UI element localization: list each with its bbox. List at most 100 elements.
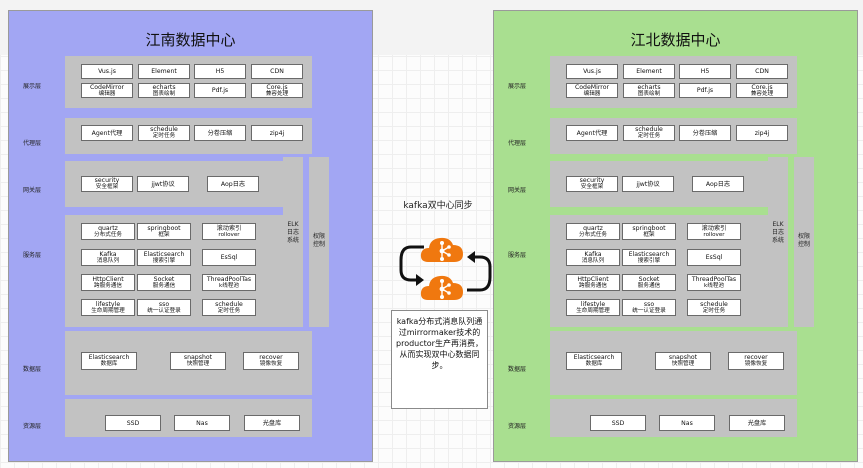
- gateway-item-label: jjwt协议: [151, 180, 175, 188]
- service-item-sublabel: 分布式任务: [579, 231, 607, 238]
- service-item-sublabel: 服务通信: [637, 282, 661, 289]
- center-title: 江南数据中心: [145, 31, 236, 49]
- gateway-item-label: security: [579, 177, 605, 184]
- display-item-sublabel: 编辑器: [98, 90, 116, 97]
- gateway-item-label: jjwt协议: [636, 180, 660, 188]
- layer-label-gateway: 网关层: [23, 187, 42, 194]
- display-item-label: CodeMirror: [89, 83, 125, 91]
- display-item-label: echarts: [637, 83, 661, 91]
- resource-item: 光盘库: [244, 415, 300, 431]
- layer-label-data: 数据层: [508, 366, 527, 373]
- service-item: EsSql: [202, 249, 256, 266]
- service-item-label: Socket: [638, 275, 660, 283]
- elk-label: ELK日志系统: [771, 221, 784, 244]
- data-item-label: Elasticsearch: [88, 354, 130, 361]
- resource-item: 光盘库: [729, 415, 785, 431]
- elk-label: ELK日志系统: [286, 221, 299, 244]
- display-item: Element: [138, 64, 190, 79]
- service-item-label: EsSql: [220, 254, 238, 261]
- display-item-label: Pdf.js: [696, 87, 714, 94]
- layer-label-service: 服务层: [508, 252, 527, 259]
- display-item: CDN: [251, 64, 303, 79]
- proxy-item: zip4j: [736, 125, 788, 141]
- proxy-item-label: schedule: [150, 126, 178, 133]
- display-item: H5: [194, 64, 246, 79]
- proxy-item-sublabel: 定时任务: [152, 133, 176, 139]
- service-item-label: HttpClient: [577, 275, 609, 283]
- data-item-sublabel: 数据库: [585, 361, 603, 367]
- proxy-item: Agent代理: [566, 125, 618, 141]
- service-item-label: springboot: [147, 224, 181, 232]
- service-item-sublabel: 统一认证登录: [632, 307, 666, 314]
- proxy-item: zip4j: [251, 125, 303, 141]
- display-item-label: CDN: [755, 68, 769, 75]
- display-item: CDN: [736, 64, 788, 79]
- resource-item-label: 光盘库: [747, 419, 767, 427]
- kafka-cloud-icon: [420, 275, 463, 300]
- service-item-label: lifestyle: [95, 300, 121, 308]
- service-item-label: ThreadPoolTas: [691, 275, 737, 283]
- proxy-item-label: Agent代理: [576, 129, 608, 137]
- display-item-label: H5: [215, 68, 225, 75]
- proxy-item-label: Agent代理: [91, 129, 123, 137]
- service-item-label: quartz: [583, 224, 603, 232]
- service-item-sublabel: 跨服务通信: [579, 282, 607, 289]
- layer-label-display: 展示层: [23, 83, 42, 90]
- service-item-sublabel: 消息队列: [96, 257, 120, 264]
- data-item-sublabel: 快照管理: [671, 361, 695, 367]
- data-item-label: recover: [744, 354, 768, 361]
- service-item-sublabel: 框架: [158, 231, 170, 238]
- service-item-label: schedule: [215, 300, 243, 308]
- layer-label-display: 展示层: [508, 83, 527, 90]
- service-item-sublabel: 分布式任务: [94, 231, 122, 238]
- resource-item-label: Nas: [681, 419, 693, 427]
- resource-item: SSD: [590, 415, 646, 431]
- display-item-label: echarts: [152, 83, 176, 91]
- layer-label-resource: 资源层: [508, 423, 527, 430]
- data-item-label: recover: [259, 354, 283, 361]
- permission-label: 权限控制: [797, 233, 810, 248]
- resource-item-label: SSD: [611, 419, 625, 427]
- display-item-label: Element: [636, 68, 662, 75]
- service-item-label: springboot: [632, 224, 666, 232]
- gateway-item-sublabel: 安全框架: [580, 184, 604, 190]
- service-item-label: schedule: [700, 300, 728, 308]
- resource-item: Nas: [174, 415, 230, 431]
- resource-item: Nas: [659, 415, 715, 431]
- display-item-label: Core.js: [266, 83, 288, 91]
- layer-label-data: 数据层: [23, 366, 42, 373]
- service-item-sublabel: 统一认证登录: [147, 307, 181, 314]
- service-item-sublabel: 生命周期管理: [91, 307, 125, 314]
- service-item-label: Elasticsearch: [143, 250, 185, 258]
- gateway-item-label: Aop日志: [220, 180, 246, 188]
- proxy-item-sublabel: 定时任务: [637, 133, 661, 139]
- service-item-sublabel: 定时任务: [702, 307, 726, 314]
- service-item-label: Socket: [153, 275, 175, 283]
- service-item-label: sso: [158, 300, 170, 308]
- layer-label-service: 服务层: [23, 252, 42, 259]
- sync-arrows-icon: [399, 245, 492, 292]
- display-item: Vus.js: [81, 64, 133, 79]
- display-item-label: CDN: [270, 68, 284, 75]
- service-item-sublabel: 跨服务通信: [94, 282, 122, 289]
